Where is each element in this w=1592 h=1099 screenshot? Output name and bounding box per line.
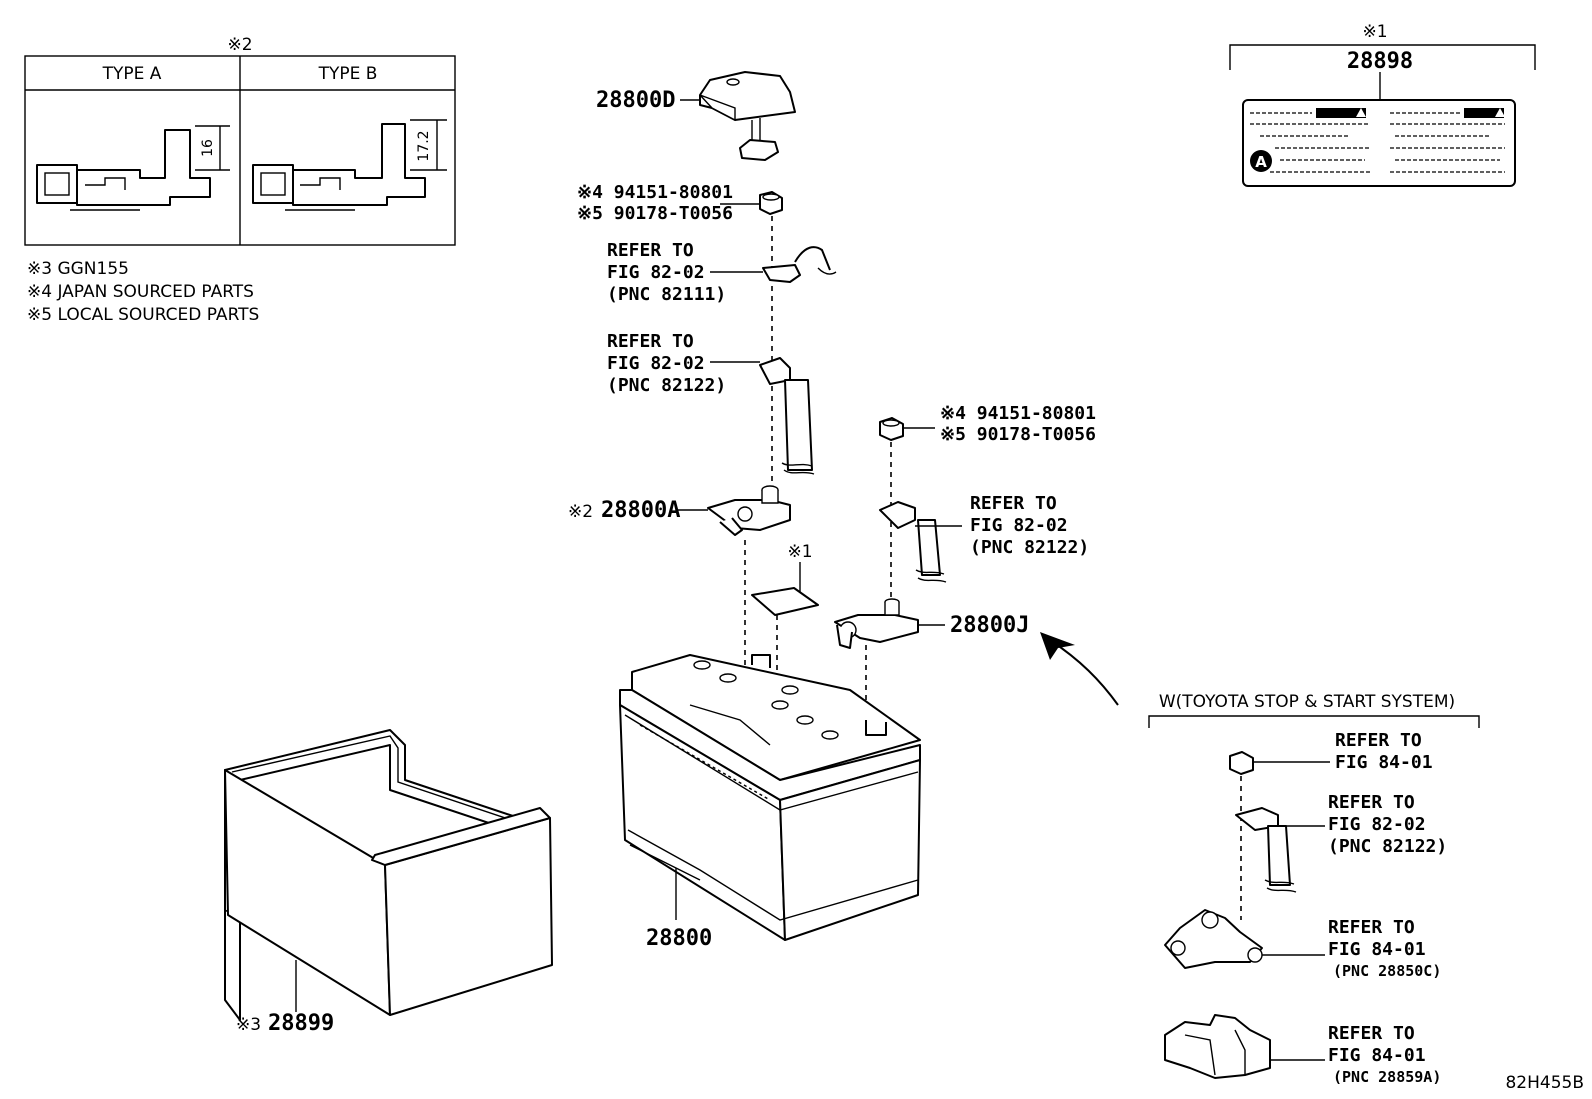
caution-label-part: ※1 28898 A bbox=[1229, 22, 1536, 187]
nut-upper: ※4 94151-80801 ※5 90178-T0056 bbox=[577, 182, 783, 490]
battery-part-label: 28800 bbox=[646, 926, 712, 951]
nut-lower-pn-local: ※5 90178-T0056 bbox=[940, 424, 1096, 445]
note-ggn155: ※3 GGN155 bbox=[27, 259, 129, 279]
sticker-mark: ※1 bbox=[787, 542, 812, 562]
inset-ref-d-line1: REFER TO bbox=[1328, 1023, 1415, 1044]
ref2-line3: (PNC 82122) bbox=[607, 375, 726, 396]
nut-upper-pn-local: ※5 90178-T0056 bbox=[577, 203, 733, 224]
inset-ref-a-line1: REFER TO bbox=[1335, 730, 1422, 751]
ref1-line1: REFER TO bbox=[607, 240, 694, 261]
cable-82122-negative: REFER TO FIG 82-02 (PNC 82122) bbox=[879, 493, 1089, 583]
tray-part-label: 28899 bbox=[268, 1011, 334, 1036]
nut-upper-pn-japan: ※4 94151-80801 bbox=[577, 182, 733, 203]
cable-82111: REFER TO FIG 82-02 (PNC 82111) bbox=[607, 240, 837, 305]
ref3-line3: (PNC 82122) bbox=[970, 537, 1089, 558]
inset-ref-b-line3: (PNC 82122) bbox=[1328, 836, 1447, 857]
ref2-line1: REFER TO bbox=[607, 331, 694, 352]
cable-82122-positive: REFER TO FIG 82-02 (PNC 82122) bbox=[607, 331, 815, 475]
inset-ref-a-line2: FIG 84-01 bbox=[1335, 752, 1433, 773]
type-a-terminal-drawing: 16 bbox=[36, 125, 230, 211]
notes: ※3 GGN155 ※4 JAPAN SOURCED PARTS ※5 LOCA… bbox=[27, 259, 259, 325]
battery-tray-28899: ※3 28899 bbox=[224, 729, 553, 1036]
battery-28800: 28800 bbox=[619, 654, 921, 951]
inset-ref-c-line2: FIG 84-01 bbox=[1328, 939, 1426, 960]
type-a-header: TYPE A bbox=[102, 64, 162, 84]
caution-label-number: 28898 bbox=[1347, 49, 1413, 74]
ref3-line1: REFER TO bbox=[970, 493, 1057, 514]
type-b-terminal-drawing: 17.2 bbox=[252, 119, 447, 211]
part-28800J-label: 28800J bbox=[950, 613, 1029, 638]
part-28800A-mark: ※2 bbox=[568, 502, 593, 522]
diagram-code: 82H455B bbox=[1505, 1073, 1584, 1093]
type-b-header: TYPE B bbox=[318, 64, 378, 84]
caution-label-a-icon bbox=[1250, 150, 1272, 172]
caution-label-plate bbox=[1242, 99, 1516, 187]
type-b-dimension: 17.2 bbox=[416, 130, 432, 161]
part-28800D-label: 28800D bbox=[596, 88, 675, 113]
part-28800A-label: 28800A bbox=[601, 498, 680, 523]
reference-arrow bbox=[1040, 632, 1119, 706]
ref3-line2: FIG 82-02 bbox=[970, 515, 1068, 536]
inset-ref-b-line2: FIG 82-02 bbox=[1328, 814, 1426, 835]
inset-ref-b-line1: REFER TO bbox=[1328, 792, 1415, 813]
type-a-dimension: 16 bbox=[200, 139, 216, 157]
type-table-mark: ※2 bbox=[227, 35, 252, 55]
caution-label-icon-letter: A bbox=[1255, 153, 1267, 171]
stop-start-inset: W(TOYOTA STOP & START SYSTEM) REFER TO F… bbox=[1148, 692, 1480, 1086]
inset-ref-c-line1: REFER TO bbox=[1328, 917, 1415, 938]
nut-lower-pn-japan: ※4 94151-80801 bbox=[940, 403, 1096, 424]
terminal-cover-28800D: 28800D bbox=[596, 71, 796, 161]
negative-terminal-28800J: 28800J bbox=[834, 598, 1029, 710]
positive-terminal-28800A: ※2 28800A bbox=[568, 485, 791, 665]
terminal-type-table: ※2 TYPE A TYPE B 16 17.2 bbox=[24, 35, 456, 246]
ref2-line2: FIG 82-02 bbox=[607, 353, 705, 374]
inset-title: W(TOYOTA STOP & START SYSTEM) bbox=[1159, 692, 1455, 712]
ref1-line2: FIG 82-02 bbox=[607, 262, 705, 283]
note-japan-sourced: ※4 JAPAN SOURCED PARTS bbox=[27, 282, 254, 302]
inset-ref-d-line3: (PNC 28859A) bbox=[1333, 1068, 1441, 1086]
inset-ref-c-line3: (PNC 28850C) bbox=[1333, 962, 1441, 980]
warning-sticker: ※1 bbox=[751, 542, 819, 700]
nut-lower: ※4 94151-80801 ※5 90178-T0056 bbox=[879, 403, 1096, 600]
inset-ref-d-line2: FIG 84-01 bbox=[1328, 1045, 1426, 1066]
caution-label-mark: ※1 bbox=[1362, 22, 1387, 42]
tray-mark: ※3 bbox=[236, 1015, 261, 1035]
note-local-sourced: ※5 LOCAL SOURCED PARTS bbox=[27, 305, 259, 325]
ref1-line3: (PNC 82111) bbox=[607, 284, 726, 305]
